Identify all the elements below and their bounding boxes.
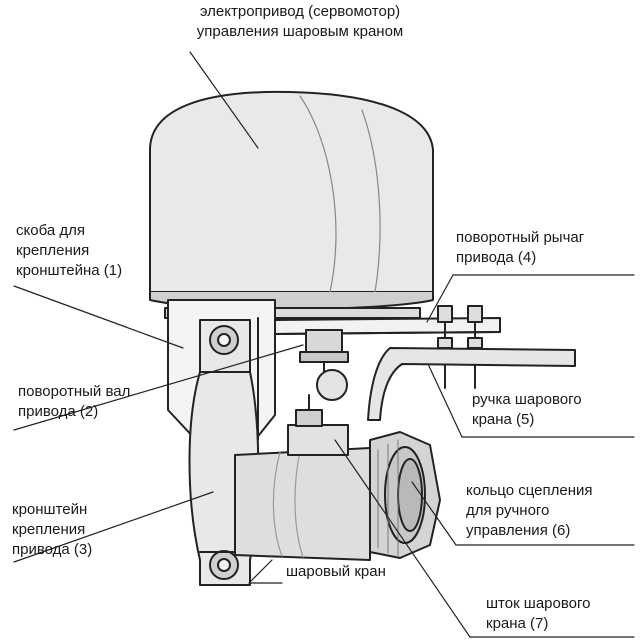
label-bracket-line2: крепления — [12, 521, 86, 538]
label-bracket-clamp-line2: крепления — [16, 242, 90, 259]
label-handle-line1: ручка шарового — [472, 391, 582, 408]
label-actuator-line2: управления шаровым краном — [196, 23, 404, 40]
label-actuator: электропривод (сервомотор) управления ша… — [150, 2, 450, 42]
label-valve: шаровый кран — [286, 562, 386, 582]
label-bracket-line1: кронштейн — [12, 501, 88, 518]
label-ring: кольцо сцепления для ручного управления … — [466, 481, 593, 541]
label-actuator-line1: электропривод (сервомотор) — [199, 3, 401, 20]
label-valve-line1: шаровый кран — [286, 563, 386, 580]
label-ring-line1: кольцо сцепления — [466, 482, 593, 499]
coupling-ring — [369, 431, 441, 559]
label-bracket-clamp-line1: скоба для — [16, 222, 85, 239]
label-ring-line3: управления (6) — [466, 522, 571, 539]
label-handle-line2: крана (5) — [472, 411, 535, 428]
label-ring-line2: для ручного — [466, 502, 550, 519]
valve-handle — [367, 347, 576, 421]
actuator-housing — [149, 90, 434, 319]
label-stem-line1: шток шарового — [486, 595, 591, 612]
label-bracket-clamp: скоба для крепления кронштейна (1) — [16, 221, 122, 281]
ball-valve-body — [234, 394, 371, 561]
label-lever-line2: привода (4) — [456, 249, 537, 266]
label-bracket: кронштейн крепления привода (3) — [12, 500, 92, 560]
actuator-shaft — [299, 329, 349, 401]
leader-lines — [13, 51, 635, 638]
label-shaft: поворотный вал привода (2) — [18, 382, 130, 422]
label-shaft-line2: привода (2) — [18, 403, 99, 420]
label-lever-line1: поворотный рычаг — [456, 229, 585, 246]
label-stem-line2: крана (7) — [486, 615, 549, 632]
label-lever: поворотный рычаг привода (4) — [456, 228, 584, 268]
label-shaft-line1: поворотный вал — [18, 383, 131, 400]
label-handle: ручка шарового крана (5) — [472, 390, 582, 430]
label-stem: шток шарового крана (7) — [486, 594, 591, 634]
label-bracket-clamp-line3: кронштейна (1) — [16, 262, 123, 279]
label-bracket-line3: привода (3) — [12, 541, 93, 558]
